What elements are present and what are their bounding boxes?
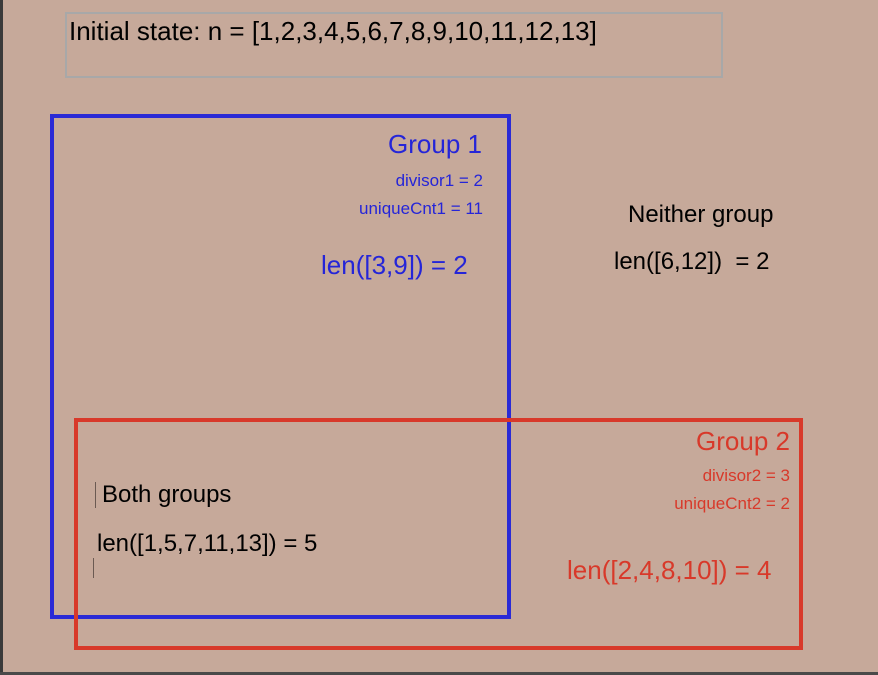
group2-box: [74, 418, 803, 650]
text-cursor: [93, 558, 94, 578]
neither-group-len-expression: len([6,12]) = 2: [614, 248, 770, 275]
group1-box: [50, 114, 511, 619]
neither-group-heading: Neither group: [628, 201, 774, 228]
title-box: [65, 12, 723, 78]
both-groups-len-expression: len([1,5,7,11,13]) = 5: [97, 530, 318, 557]
initial-state-title: Initial state: n = [1,2,3,4,5,6,7,8,9,10…: [69, 16, 597, 46]
window-bottom-edge: [0, 672, 878, 675]
group2-heading: Group 2: [696, 426, 790, 456]
text-cursor: [95, 482, 96, 508]
group1-unique-count: uniqueCnt1 = 11: [359, 199, 483, 218]
group2-unique-count: uniqueCnt2 = 2: [674, 494, 790, 513]
group2-len-expression: len([2,4,8,10]) = 4: [567, 555, 772, 585]
group1-heading: Group 1: [388, 129, 482, 159]
group1-divisor: divisor1 = 2: [395, 171, 483, 190]
group2-divisor: divisor2 = 3: [702, 466, 790, 485]
window-left-edge: [0, 0, 3, 675]
group1-len-expression: len([3,9]) = 2: [321, 250, 468, 280]
both-groups-heading: Both groups: [102, 481, 232, 508]
